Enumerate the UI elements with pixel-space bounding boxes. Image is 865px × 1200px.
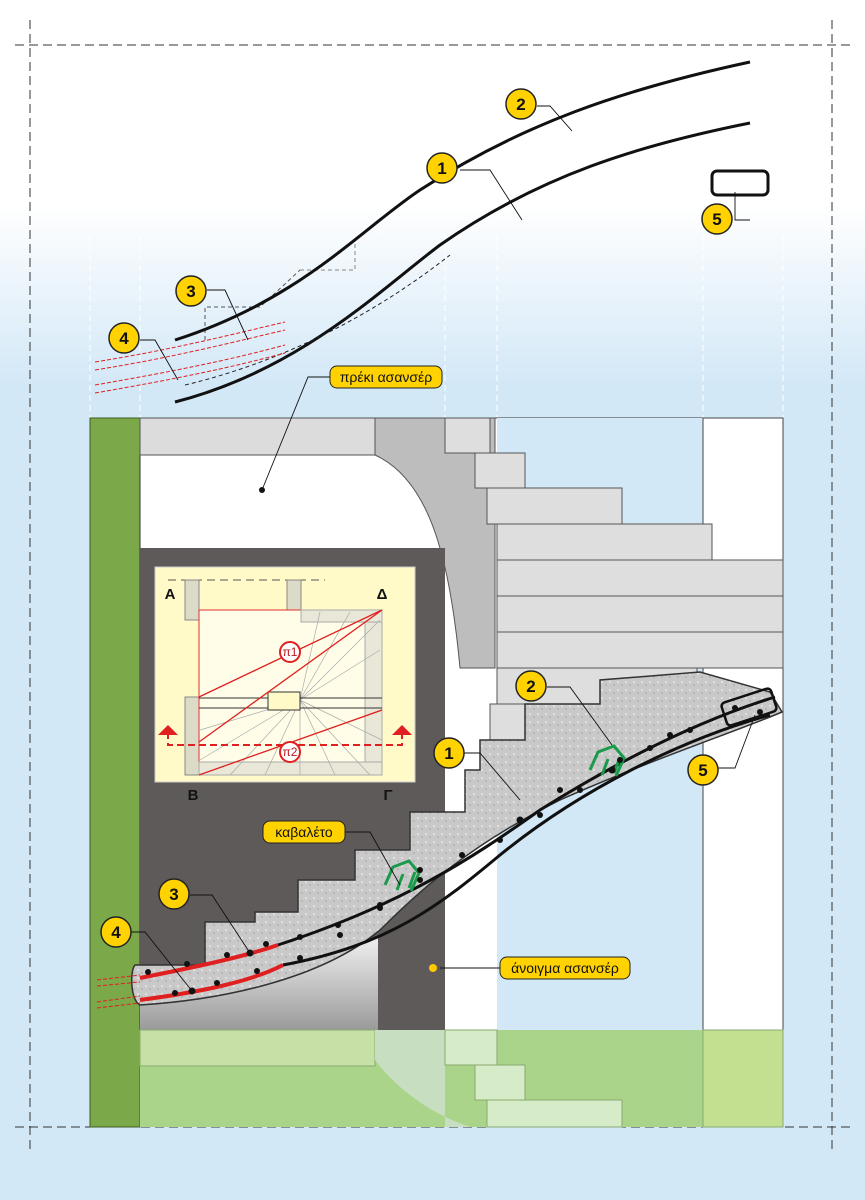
opening-marker: [429, 964, 437, 972]
svg-text:2: 2: [526, 677, 535, 696]
ground-curve: [375, 1030, 470, 1127]
stair-plan-inset: Α Δ Β Γ π1 π2: [154, 566, 416, 804]
callout-4-section: 4: [100, 916, 132, 948]
svg-text:4: 4: [119, 329, 129, 348]
svg-text:1: 1: [444, 744, 453, 763]
svg-text:άνοιγμα ασανσέρ: άνοιγμα ασανσέρ: [511, 960, 619, 976]
callout-1-section: 1: [433, 737, 465, 769]
slab-rebars: [96, 687, 778, 1009]
plan-corner-d: Δ: [377, 586, 388, 603]
stair-steps: [444, 417, 784, 771]
section-label-1: π1: [283, 645, 298, 659]
landing-support: [374, 417, 496, 669]
svg-text:3: 3: [169, 885, 178, 904]
stirrup-icon: [710, 169, 770, 197]
svg-text:3: 3: [186, 282, 195, 301]
callout-3-top: 3: [175, 275, 207, 307]
shaft-curve: [375, 860, 445, 1030]
ground-steps: [444, 1029, 623, 1128]
svg-text:πρέκι ασανσέρ: πρέκι ασανσέρ: [340, 369, 433, 385]
label-elevator-opening: άνοιγμα ασανσέρ: [499, 956, 631, 980]
leader-lines: [130, 105, 756, 992]
ground-column: [702, 1029, 784, 1128]
callout-5-top: 5: [701, 203, 733, 235]
section-label-2: π2: [283, 745, 298, 759]
rebar-bar-1: [174, 121, 751, 404]
callout-3-section: 3: [158, 878, 190, 910]
callout-5-section: 5: [687, 754, 719, 786]
svg-text:5: 5: [712, 210, 721, 229]
label-lintel: πρέκι ασανσέρ: [329, 365, 443, 389]
rebar-dots: [145, 705, 763, 996]
plan-corner-b: Β: [188, 787, 199, 804]
rebar-bar-4-dashed: [94, 344, 286, 394]
label-trestle: καβαλέτο: [262, 820, 346, 844]
rebar-schematic-top: [94, 60, 770, 404]
svg-text:1: 1: [437, 159, 446, 178]
lintel-strip: [139, 417, 376, 456]
section-marker-1: [279, 641, 301, 663]
guide-lines: [89, 235, 784, 418]
rebar-bar-3-dashed: [94, 321, 286, 371]
left-wall: [89, 417, 141, 1128]
callout-2-top: 2: [505, 88, 537, 120]
callout-1-top: 1: [426, 152, 458, 184]
svg-text:4: 4: [111, 923, 121, 942]
plan-corner-a: Α: [165, 586, 176, 603]
callout-2-section: 2: [515, 670, 547, 702]
under-stair-void: [140, 935, 378, 1030]
plan-corner-g: Γ: [383, 787, 392, 804]
ground-band: [139, 1029, 376, 1067]
callout-4-top: 4: [108, 322, 140, 354]
frame-lines: [15, 20, 850, 1150]
section-marker-2: [279, 741, 301, 763]
svg-text:καβαλέτο: καβαλέτο: [275, 824, 333, 840]
rebar-bar-2: [174, 60, 751, 342]
svg-text:2: 2: [516, 95, 525, 114]
svg-text:5: 5: [698, 761, 707, 780]
